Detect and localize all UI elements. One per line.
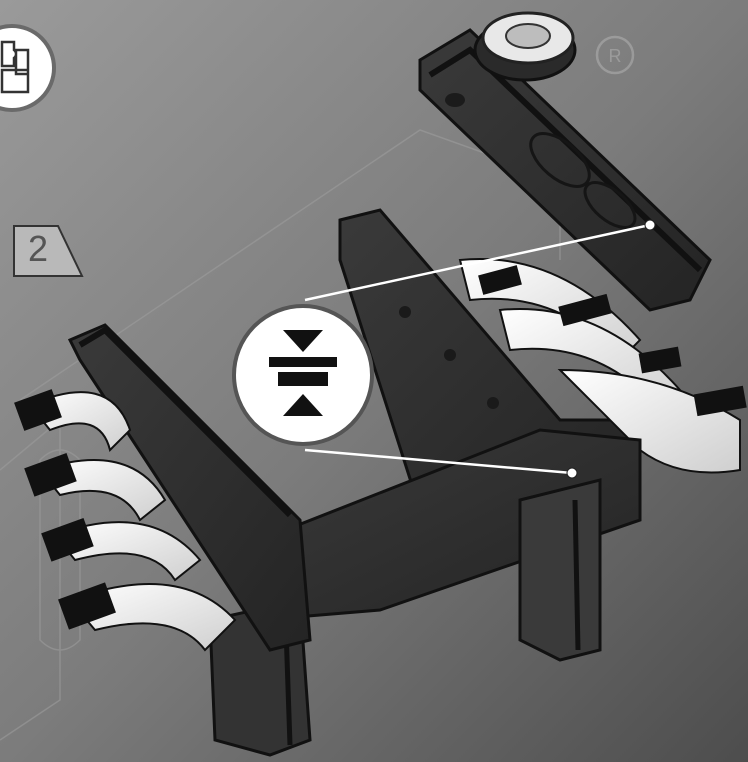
callout-dot-top <box>645 220 655 230</box>
step-number: 2 <box>20 226 56 272</box>
press-together-icon <box>234 306 372 444</box>
callout-dot-bottom <box>567 468 577 478</box>
svg-text:R: R <box>609 46 622 66</box>
